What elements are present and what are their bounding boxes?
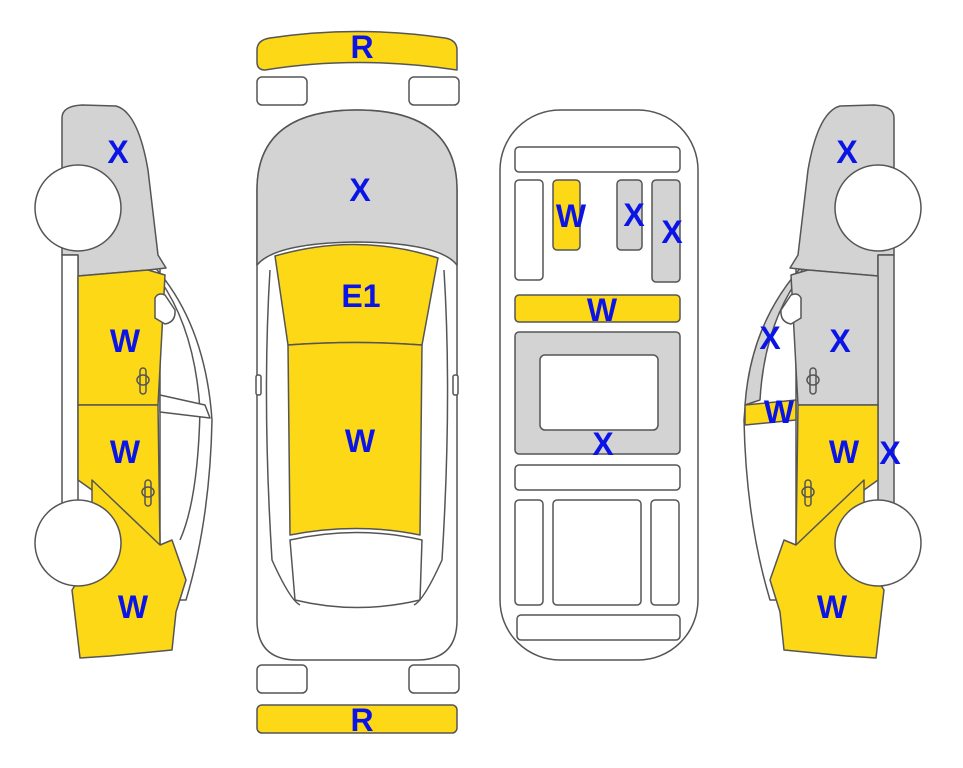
interior-rear-left: [514, 499, 544, 606]
interior-front-panel: [514, 146, 681, 173]
seat-left-label: W: [556, 198, 587, 234]
right-sill-label: X: [879, 435, 901, 471]
interior-rear-seat: [552, 499, 642, 606]
rear-bumper[interactable]: [256, 704, 458, 734]
left-top-label: X: [107, 134, 129, 170]
floor-label: X: [592, 426, 614, 462]
left-front-wheel: [34, 164, 122, 252]
rear-left-light: [256, 664, 308, 694]
right-rear-fender-label: W: [817, 589, 848, 625]
left-rear-wheel: [34, 499, 122, 587]
windshield-label: E1: [341, 278, 380, 314]
front-right-light: [408, 76, 460, 106]
left-window-bar: [159, 394, 211, 419]
interior-floor-inner: [539, 354, 659, 431]
front-left-light: [256, 76, 308, 106]
front-bumper-label: R: [350, 29, 373, 65]
left-sill[interactable]: [61, 254, 79, 506]
rear-bumper-label: R: [350, 702, 373, 738]
left-mirror: [154, 293, 176, 325]
hood[interactable]: [256, 109, 458, 266]
interior-front-left-trim: [514, 179, 544, 281]
interior-rear-right: [650, 499, 680, 606]
left-rear-door-handle-icon: [141, 479, 155, 507]
interior-view: W X X W X: [499, 109, 699, 661]
left-rear-fender-label: W: [118, 589, 149, 625]
right-upper-door-label: X: [829, 323, 851, 359]
interior-dash[interactable]: [514, 294, 681, 323]
right-window-strip[interactable]: [744, 399, 797, 426]
interior-seat-right[interactable]: [651, 179, 681, 283]
roof[interactable]: [287, 341, 423, 536]
right-lower-door-handle-icon: [801, 479, 815, 507]
dash-label: W: [587, 292, 618, 328]
top-rear-glass: [289, 531, 423, 609]
right-lower-door-label: W: [829, 434, 860, 470]
left-window-outline: [149, 261, 213, 601]
top-inner-right: [413, 269, 449, 606]
right-upper-door[interactable]: [790, 269, 879, 406]
top-view: R X E1 W R: [255, 29, 460, 738]
right-window-strip-label: W: [764, 394, 795, 430]
right-mirror: [780, 293, 802, 325]
interior-trunk-panel: [516, 614, 681, 641]
front-bumper[interactable]: [256, 30, 458, 71]
left-side-view: X W W W: [34, 104, 213, 659]
rear-right-light: [408, 664, 460, 694]
right-side-view: X X X W W X W: [743, 104, 922, 659]
hood-label: X: [349, 172, 371, 208]
right-front-wheel: [834, 164, 922, 252]
left-front-door[interactable]: [77, 269, 166, 406]
right-top-label: X: [836, 134, 858, 170]
top-inner-left: [265, 269, 301, 606]
right-rear-wheel: [834, 499, 922, 587]
roof-label: W: [345, 423, 376, 459]
left-rear-door-label: W: [110, 434, 141, 470]
seat-mid-label: X: [623, 197, 645, 233]
interior-seat-left[interactable]: [552, 179, 581, 251]
interior-rear-panel: [514, 464, 681, 491]
left-front-door-label: W: [110, 323, 141, 359]
right-pillar-label: X: [759, 320, 781, 356]
left-front-door-handle-icon: [136, 367, 150, 395]
right-upper-door-handle-icon: [806, 367, 820, 395]
interior-seat-mid[interactable]: [616, 179, 643, 251]
left-mirror-top: [255, 374, 262, 396]
right-mirror-top: [452, 374, 459, 396]
seat-right-label: X: [661, 214, 683, 250]
